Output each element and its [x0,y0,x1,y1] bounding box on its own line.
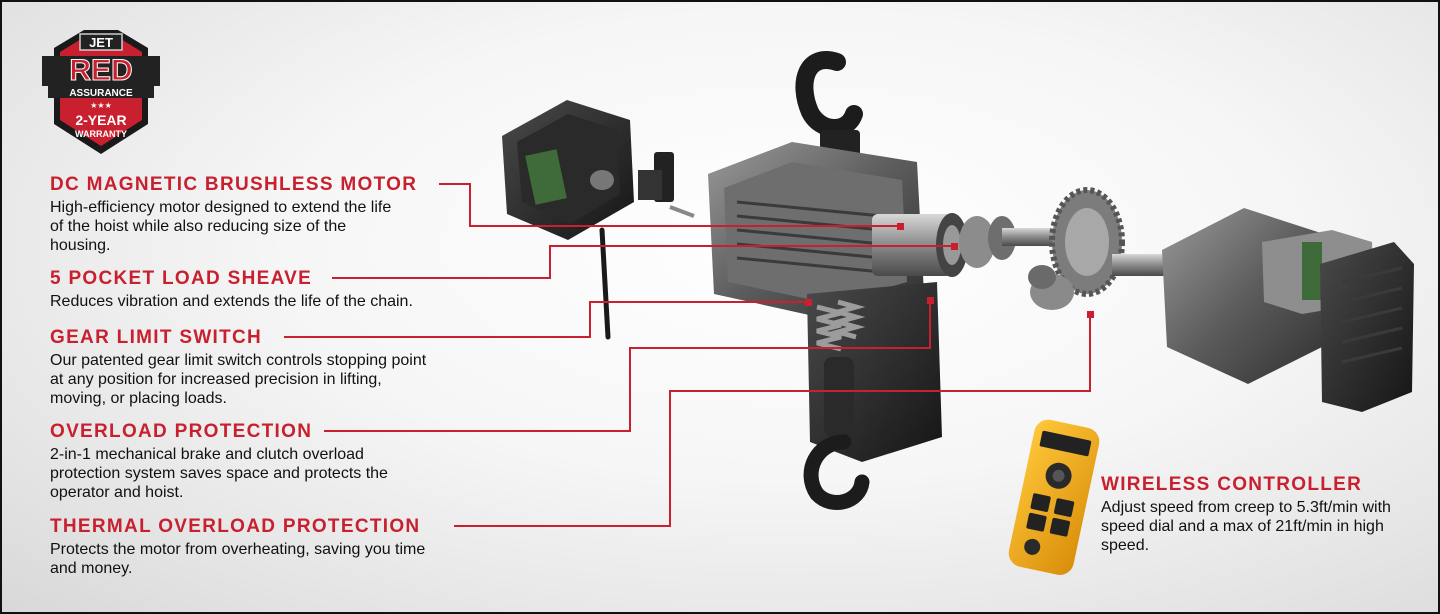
callout-line-thermal [454,314,1091,527]
badge-stars: ★★★ [90,101,112,110]
badge-warranty-years: 2-YEAR [75,112,126,128]
callout-line-limit-switch [284,301,808,338]
wireless-controller-illustration [1008,419,1100,575]
coupling-part [959,216,1082,268]
limit-switch-part [638,152,695,218]
feature-description: Reduces vibration and extends the life o… [50,293,413,310]
feature-overload-protection: OVERLOAD PROTECTION 2-in-1 mechanical br… [50,421,450,502]
bottom-hook-part [803,357,870,510]
feature-brushless-motor: DC MAGNETIC BRUSHLESS MOTOR High-efficie… [50,174,450,255]
feature-thermal-overload: THERMAL OVERLOAD PROTECTION Protects the… [50,516,450,578]
feature-title: GEAR LIMIT SWITCH [50,327,263,348]
gearbox-housing-part [1162,208,1374,384]
feature-title: WIRELESS CONTROLLER [1101,474,1363,495]
feature-title: DC MAGNETIC BRUSHLESS MOTOR [50,174,418,195]
callout-dot-overload [927,297,934,304]
callout-dot-limit-switch [805,299,812,306]
feature-gear-limit-switch: GEAR LIMIT SWITCH Our patented gear limi… [50,327,450,408]
callout-line-motor [439,183,900,227]
antenna-part [599,227,611,340]
feature-load-sheave: 5 POCKET LOAD SHEAVE Reduces vibration a… [50,268,450,311]
gear-assembly-part [1028,187,1167,310]
feature-description: Our patented gear limit switch controls … [50,352,427,407]
feature-wireless-controller: WIRELESS CONTROLLER Adjust speed from cr… [1101,474,1431,555]
feature-title: 5 POCKET LOAD SHEAVE [50,268,313,289]
badge-brand: JET [89,35,113,50]
badge-warranty-label: WARRANTY [75,129,127,139]
feature-title: OVERLOAD PROTECTION [50,421,313,442]
badge-red-text: RED [69,54,132,87]
feature-description: High-efficiency motor designed to extend… [50,199,392,254]
feature-description: Adjust speed from creep to 5.3ft/min wit… [1101,499,1391,554]
feature-description: 2-in-1 mechanical brake and clutch overl… [50,446,388,501]
callout-dot-thermal [1087,311,1094,318]
warranty-badge: JET RED ASSURANCE ★★★ 2-YEAR WARRANTY [42,30,160,154]
callout-dot-sheave [951,243,958,250]
end-cap-part [1320,242,1414,412]
feature-title: THERMAL OVERLOAD PROTECTION [50,516,421,537]
callout-line-sheave [332,245,954,279]
badge-assurance-text: ASSURANCE [69,88,133,99]
callout-dot-motor [897,223,904,230]
callout-line-overload [324,300,931,432]
control-box-part [502,100,634,240]
feature-description: Protects the motor from overheating, sav… [50,541,426,577]
chain-spring-part [816,299,866,352]
